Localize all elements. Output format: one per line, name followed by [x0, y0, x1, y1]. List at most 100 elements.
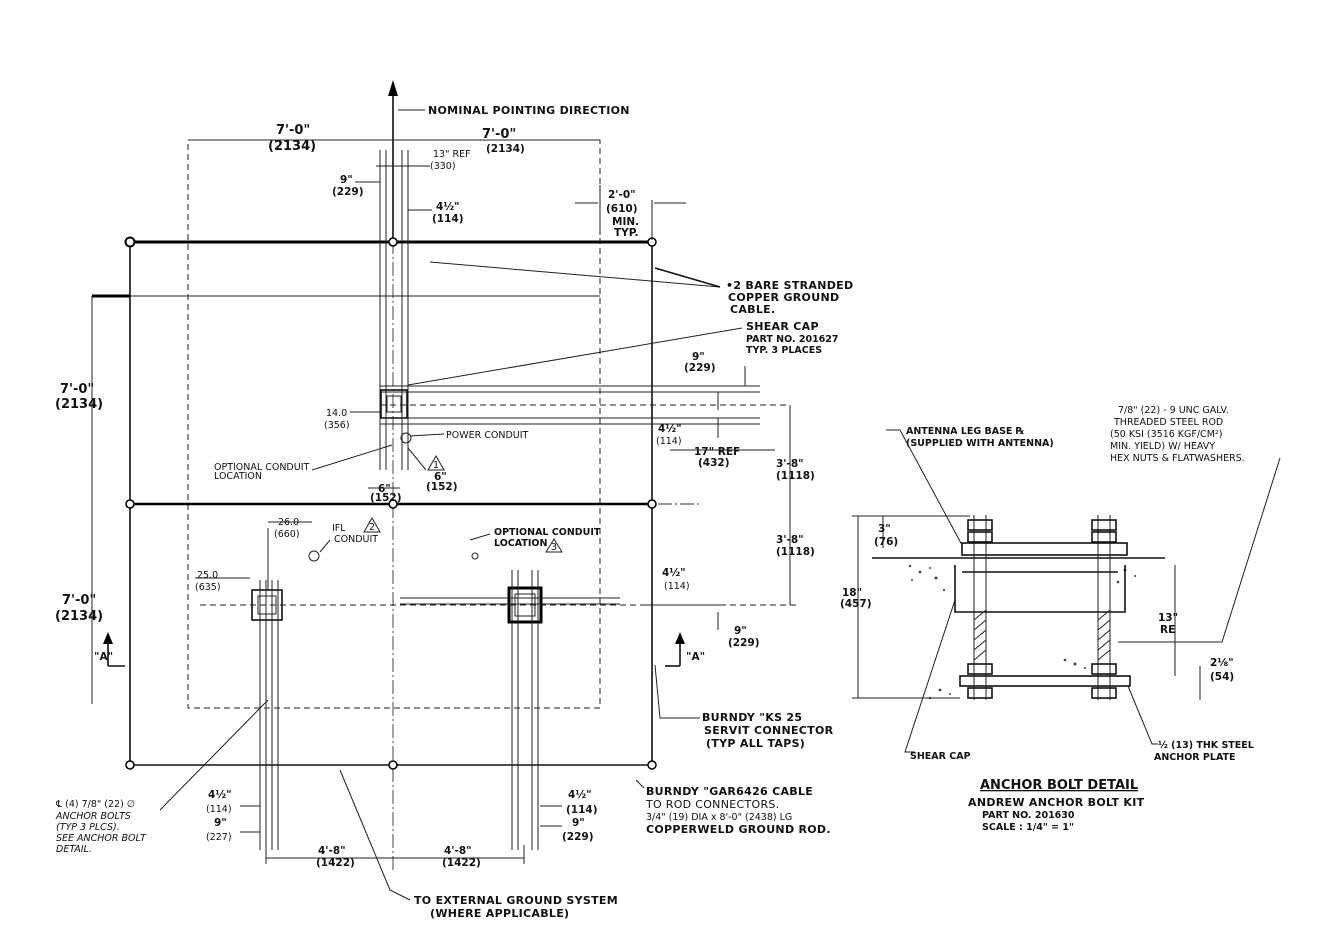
dim-14: 14.0: [326, 408, 347, 419]
ground-rod: [647, 760, 657, 770]
power-conduit-circle: [400, 432, 412, 444]
ground-cable-label-1: •2 BARE STRANDED: [726, 279, 853, 292]
dim-4half-br-mm: (114): [566, 804, 598, 816]
revision-badge-3: 3: [545, 538, 563, 553]
ground-rod: [647, 499, 657, 509]
dim-2-1-8: 2⅛": [1210, 657, 1234, 669]
shear-cap-label-2: PART NO. 201627: [746, 334, 839, 345]
optional-conduit-2-b: LOCATION: [494, 538, 547, 549]
ground-rod: [125, 760, 135, 770]
dim-26-mm: (660): [274, 529, 300, 540]
dim-4half-right: 4½": [658, 423, 682, 435]
ifl-conduit-circle: [308, 550, 320, 562]
optional-conduit-1-a: OPTIONAL CONDUIT: [214, 462, 309, 473]
dim-9-mid: 9": [734, 625, 747, 637]
svg-text:3: 3: [551, 542, 557, 553]
dim-9-right: 9": [692, 351, 705, 363]
leader-power-conduit: [409, 433, 445, 437]
dim-2ft: 2'-0": [608, 189, 636, 201]
detail-sub-3: SCALE : 1/4" = 1": [982, 822, 1074, 833]
dim-13-ref-mm: (330): [430, 161, 456, 172]
dim-3-8-a: 3'-8": [776, 458, 804, 470]
dim-25: 25.0: [197, 570, 218, 581]
dim-3-8-b: 3'-8": [776, 534, 804, 546]
anchor-plate: [959, 675, 1131, 687]
leader-burndy-ks: [654, 664, 700, 719]
ground-rod: [388, 237, 398, 247]
dim-13-re: RE: [1160, 624, 1175, 636]
dim-14-mm: (356): [324, 420, 350, 431]
burndy-gar-1: BURNDY "GAR6426 CABLE: [646, 785, 813, 798]
dim-4-8-a: 4'-8": [318, 845, 346, 857]
dim-3-mm: (76): [874, 536, 898, 548]
leader-ground-cable-1: [429, 261, 721, 288]
dim-left-upper-mm: (2134): [55, 397, 103, 412]
dim-3-8-a-mm: (1118): [776, 470, 815, 482]
dim-4half-br: 4½": [568, 789, 592, 801]
revision-badge-2: 2: [363, 516, 381, 533]
burndy-ks-1: BURNDY "KS 25: [702, 711, 802, 724]
optional-conduit-1-b: LOCATION: [214, 471, 262, 482]
dim-3-8-b-mm: (1118): [776, 546, 815, 558]
dim-6-right: 6": [434, 471, 447, 483]
shear-cap-lower-left: [251, 580, 283, 850]
dim-9-bl: 9": [214, 817, 227, 829]
leader-leg-base: [886, 429, 963, 546]
dim-left-lower-mm: (2134): [55, 609, 103, 624]
threaded-rod-right: [1091, 515, 1117, 700]
dim-26: 26.0: [278, 517, 299, 528]
shear-cap-top: [380, 389, 408, 419]
leader-detail-shear-cap: [904, 599, 956, 753]
leader-anchor-plate: [1127, 685, 1158, 745]
anchor-note-4: SEE ANCHOR BOLT: [56, 833, 147, 844]
leg-base-plate: [961, 542, 1128, 556]
concrete-stipple: [908, 564, 1136, 700]
leader-shear-cap: [407, 327, 743, 386]
section-marker-left: "A": [94, 632, 125, 667]
shear-cap-channel: [954, 565, 1126, 613]
dim-2ft-min: MIN.: [612, 216, 639, 228]
dim-9-br: 9": [572, 817, 585, 829]
ground-rod: [388, 499, 398, 509]
dim-6-left: 6": [378, 483, 391, 495]
power-conduit-label: POWER CONDUIT: [446, 430, 529, 441]
dim-top-left: 7'-0": [276, 123, 310, 138]
shear-cap-lower-right: [400, 570, 620, 850]
svg-text:1: 1: [433, 460, 439, 471]
dim-3: 3": [878, 523, 891, 535]
plan-view: NOMINAL POINTING DIRECTION: [55, 80, 853, 920]
dim-6-right-mm: (152): [426, 481, 458, 493]
leader-optional-conduit-1: [311, 444, 393, 471]
ext-ground-2: (WHERE APPLICABLE): [430, 907, 569, 920]
anchor-note-2: ANCHOR BOLTS: [55, 811, 131, 822]
section-marker-right: "A": [665, 632, 705, 667]
burndy-ks-2: SERVIT CONNECTOR: [704, 724, 834, 737]
ifl-conduit-1: IFL: [332, 523, 346, 534]
detail-title: ANCHOR BOLT DETAIL: [980, 778, 1138, 793]
leg-base-2: (SUPPLIED WITH ANTENNA): [906, 438, 1054, 449]
burndy-ks-3: (TYP ALL TAPS): [706, 737, 805, 750]
dim-4half-mid: 4½": [662, 567, 686, 579]
threaded-rod-left: [967, 515, 993, 700]
dim-4half-mid-mm: (114): [664, 581, 690, 592]
dim-4half-bl-mm: (114): [206, 804, 232, 815]
right-channel-lines: [380, 385, 760, 425]
dim-9-right-mm: (229): [684, 362, 716, 374]
shear-cap-label-3: TYP. 3 PLACES: [746, 345, 822, 356]
dim-17-ref: 17" REF: [694, 446, 740, 458]
burndy-gar-3: 3/4" (19) DIA x 8'-0" (2438) LG: [646, 812, 792, 823]
ground-rod: [388, 760, 398, 770]
leader-rod: [1118, 457, 1281, 643]
top-leg-channels: [379, 150, 409, 470]
dim-17-ref-mm: (432): [698, 457, 730, 469]
dim-9-top-mm: (229): [332, 186, 364, 198]
leader-external-ground: [339, 769, 411, 901]
dim-9-bl-mm: (227): [206, 832, 232, 843]
leg-base-1: ANTENNA LEG BASE ℞: [906, 426, 1025, 437]
dim-4-8-b: 4'-8": [444, 845, 472, 857]
dim-9-br-mm: (229): [562, 831, 594, 843]
dim-top-right: 7'-0": [482, 127, 516, 142]
rod-3: (50 KSI (3516 KGF/CM²): [1110, 429, 1222, 440]
dim-top-right-mm: (2134): [486, 143, 525, 155]
ground-cable-label-3: CABLE.: [730, 303, 775, 316]
